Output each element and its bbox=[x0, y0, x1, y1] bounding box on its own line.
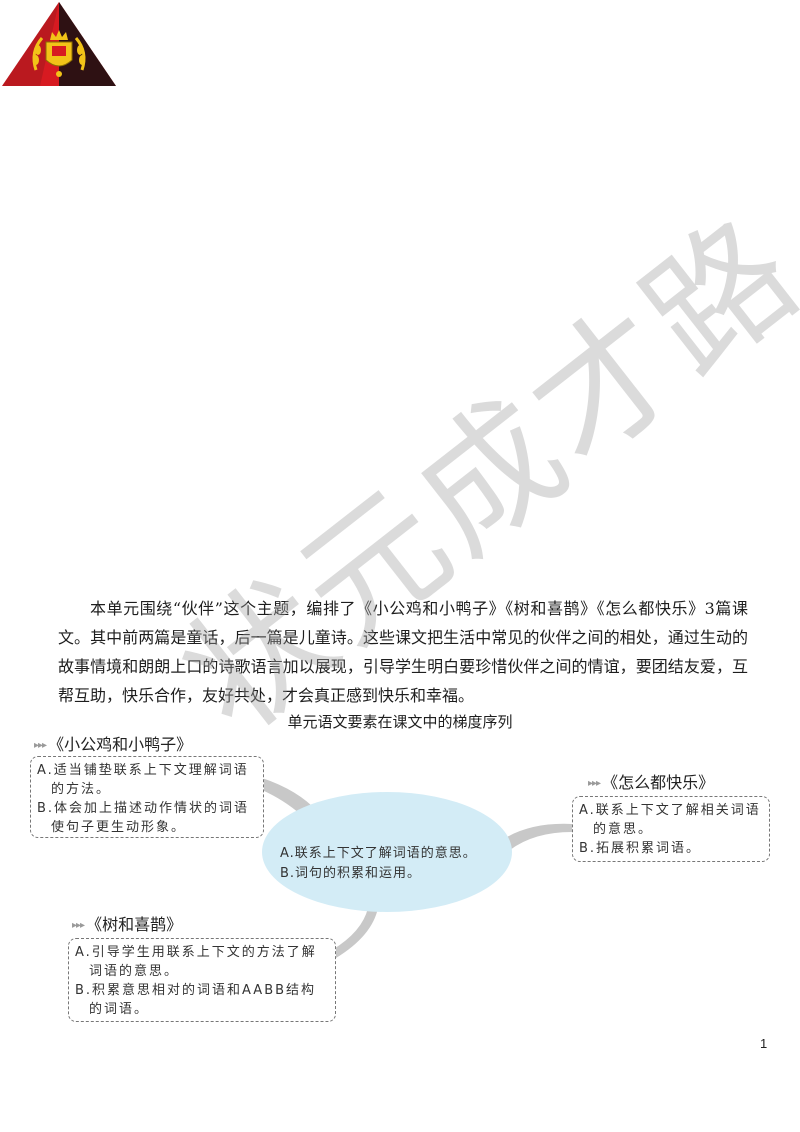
node-box-xiaogongji: A.适当铺垫联系上下文理解词语的方法。 B.体会加上描述动作情状的词语使句子更生… bbox=[30, 756, 264, 838]
list-item: A.引导学生用联系上下文的方法了解词语的意思。 bbox=[75, 945, 317, 979]
node-title-zenmedoukuaile: ▸▸▸《怎么都快乐》 bbox=[588, 773, 715, 792]
node-title-shuhexique: ▸▸▸《树和喜鹊》 bbox=[72, 915, 183, 934]
list-item: B.体会加上描述动作情状的词语使句子更生动形象。 bbox=[37, 801, 250, 835]
triple-arrow-icon: ▸▸▸ bbox=[34, 740, 47, 751]
connector-bottom bbox=[332, 908, 378, 958]
crest-logo-icon bbox=[2, 2, 116, 86]
node-box-shuhexique: A.引导学生用联系上下文的方法了解词语的意思。 B.积累意思相对的词语和AABB… bbox=[68, 938, 336, 1022]
intro-paragraph: 本单元围绕“伙伴”这个主题，编排了《小公鸡和小鸭子》《树和喜鹊》《怎么都快乐》3… bbox=[58, 599, 748, 705]
list-item: A.适当铺垫联系上下文理解词语的方法。 bbox=[37, 763, 249, 797]
list-item: A.联系上下文了解词语的意思。 bbox=[280, 846, 477, 861]
triple-arrow-icon: ▸▸▸ bbox=[72, 920, 85, 931]
node-title-xiaogongji: ▸▸▸《小公鸡和小鸭子》 bbox=[34, 735, 193, 754]
section-title: 单元语文要素在课文中的梯度序列 bbox=[287, 713, 513, 731]
connector-right bbox=[502, 823, 572, 850]
triple-arrow-icon: ▸▸▸ bbox=[588, 778, 601, 789]
list-item: B.积累意思相对的词语和AABB结构的词语。 bbox=[75, 983, 317, 1017]
center-oval: A.联系上下文了解词语的意思。 B.词句的积累和运用。 bbox=[262, 792, 512, 912]
list-item: B.拓展积累词语。 bbox=[579, 841, 702, 856]
list-item: A.联系上下文了解相关词语的意思。 bbox=[579, 803, 761, 837]
page-number: 1 bbox=[760, 1036, 768, 1051]
list-item: B.词句的积累和运用。 bbox=[280, 866, 422, 881]
node-box-zenmedoukuaile: A.联系上下文了解相关词语的意思。 B.拓展积累词语。 bbox=[572, 796, 770, 862]
